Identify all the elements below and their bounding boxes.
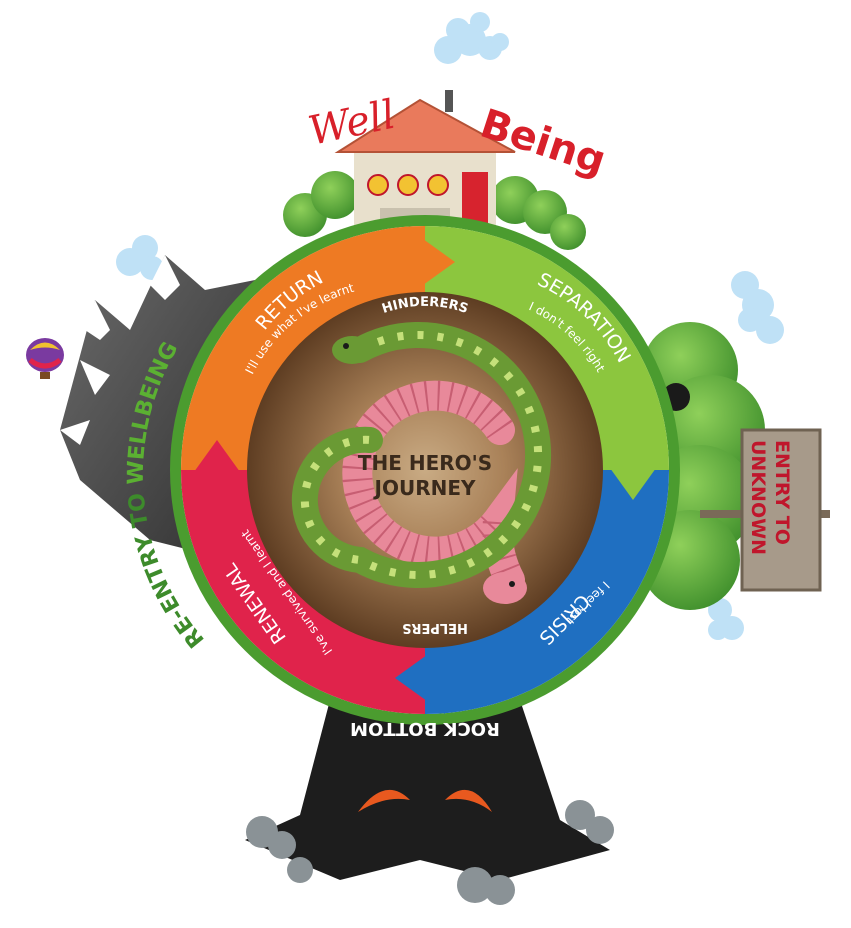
trees-top [283, 171, 586, 250]
hinderers-label: HINDERERS [380, 295, 470, 317]
title-line1: THE HERO'S [358, 451, 492, 475]
hot-air-balloon-icon [26, 338, 64, 379]
sign-line2: UNKNOWN [747, 440, 769, 555]
worm [342, 380, 527, 604]
helpers-text: HELPERS [402, 620, 468, 635]
cloud-top [434, 12, 509, 64]
sign-line1: ENTRY TO [771, 440, 793, 545]
cloud-right [731, 271, 784, 344]
entry-to-unknown-sign: ENTRY TO UNKNOWN [700, 428, 830, 592]
title-line2: JOURNEY [373, 476, 476, 500]
cloud-right-small [708, 598, 744, 640]
snake [291, 322, 552, 588]
rock-bottom-label: ROCK BOTTOM [350, 718, 500, 739]
rock-bottom-monster [245, 700, 614, 905]
